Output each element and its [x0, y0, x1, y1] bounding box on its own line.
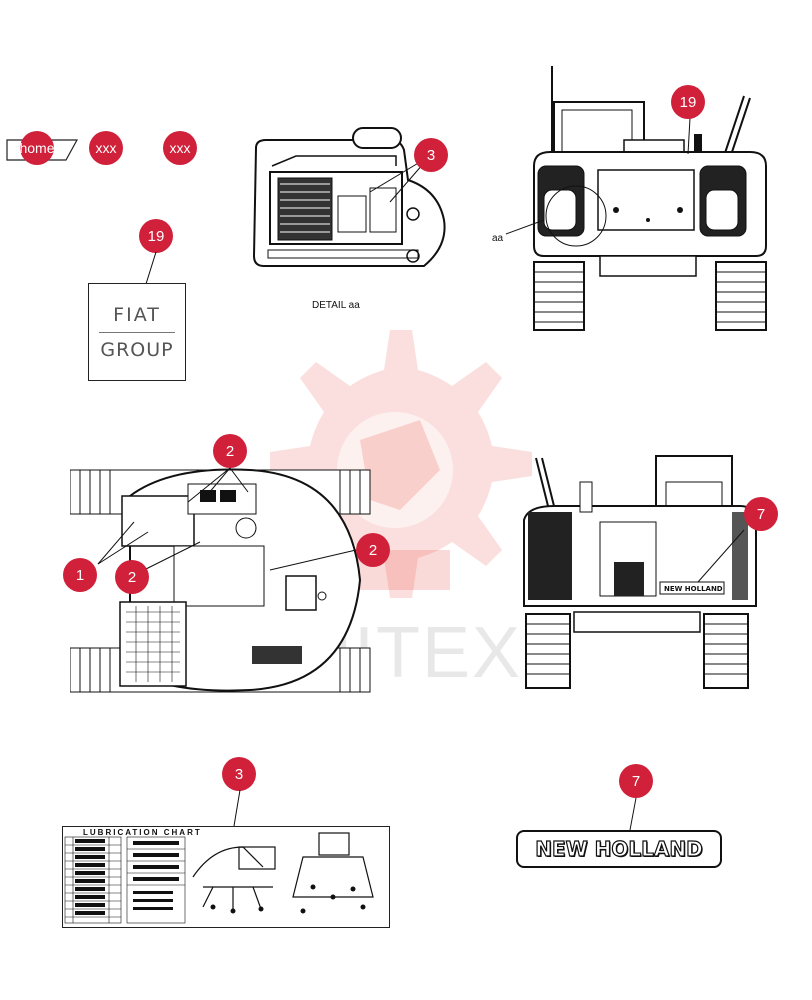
callout-2-right[interactable]: 2	[356, 533, 390, 567]
callout-3-detail-label: 3	[426, 146, 436, 164]
lubrication-chart-title: LUBRICATION CHART	[83, 828, 202, 837]
leader-c19-label	[145, 251, 157, 285]
callout-19-rear-label: 19	[679, 93, 697, 111]
callout-2-right-label: 2	[368, 541, 378, 559]
fiat-line2: GROUP	[100, 338, 174, 361]
callout-19-label[interactable]: 19	[139, 219, 173, 253]
fiat-rule	[99, 331, 175, 333]
callout-19-label-text: 19	[147, 227, 165, 245]
leader-c3-lube	[233, 789, 241, 827]
next-page-button[interactable]: xxx	[163, 131, 197, 165]
detail-aa-drawing	[252, 127, 446, 267]
prev-label: xxx	[95, 140, 117, 156]
lubrication-chart-decal: LUBRICATION CHART	[62, 826, 390, 928]
callout-2-top[interactable]: 2	[213, 434, 247, 468]
callout-7-decal-label: 7	[631, 772, 641, 790]
callout-7-decal[interactable]: 7	[619, 764, 653, 798]
lubrication-chart-graphic	[64, 832, 374, 924]
callout-2-top-label: 2	[225, 442, 235, 460]
fiat-group-label: FIAT GROUP	[88, 283, 186, 381]
callout-3-detail[interactable]: 3	[414, 138, 448, 172]
leader-c19-rear	[687, 118, 691, 155]
callout-19-rear[interactable]: 19	[671, 85, 705, 119]
fiat-line1: FIAT	[113, 303, 161, 326]
next-label: xxx	[169, 140, 191, 156]
machine-side-decal-text: NEW HOLLAND	[664, 585, 723, 593]
callout-2-left-label: 2	[127, 568, 137, 586]
detail-caption: DETAIL aa	[312, 300, 360, 311]
callout-1[interactable]: 1	[63, 558, 97, 592]
callout-1-label: 1	[75, 566, 85, 584]
callout-7-side-label: 7	[756, 505, 766, 523]
new-holland-decal: NEW HOLLAND	[516, 830, 722, 868]
home-label: home	[19, 140, 55, 156]
callout-3-lube[interactable]: 3	[222, 757, 256, 791]
top-view-drawing	[70, 468, 371, 693]
leader-aa	[505, 219, 545, 235]
leader-c7-decal	[629, 797, 637, 831]
side-view-drawing	[523, 455, 757, 689]
prev-page-button[interactable]: xxx	[89, 131, 123, 165]
leader-c7-side	[697, 529, 745, 583]
home-badge[interactable]: home	[19, 131, 55, 165]
callout-3-lube-label: 3	[234, 765, 244, 783]
rear-view-drawing	[533, 66, 767, 331]
callout-2-left[interactable]: 2	[115, 560, 149, 594]
callout-7-side[interactable]: 7	[744, 497, 778, 531]
leaders-top-view	[97, 467, 357, 571]
detail-ref-label: aa	[492, 233, 504, 244]
